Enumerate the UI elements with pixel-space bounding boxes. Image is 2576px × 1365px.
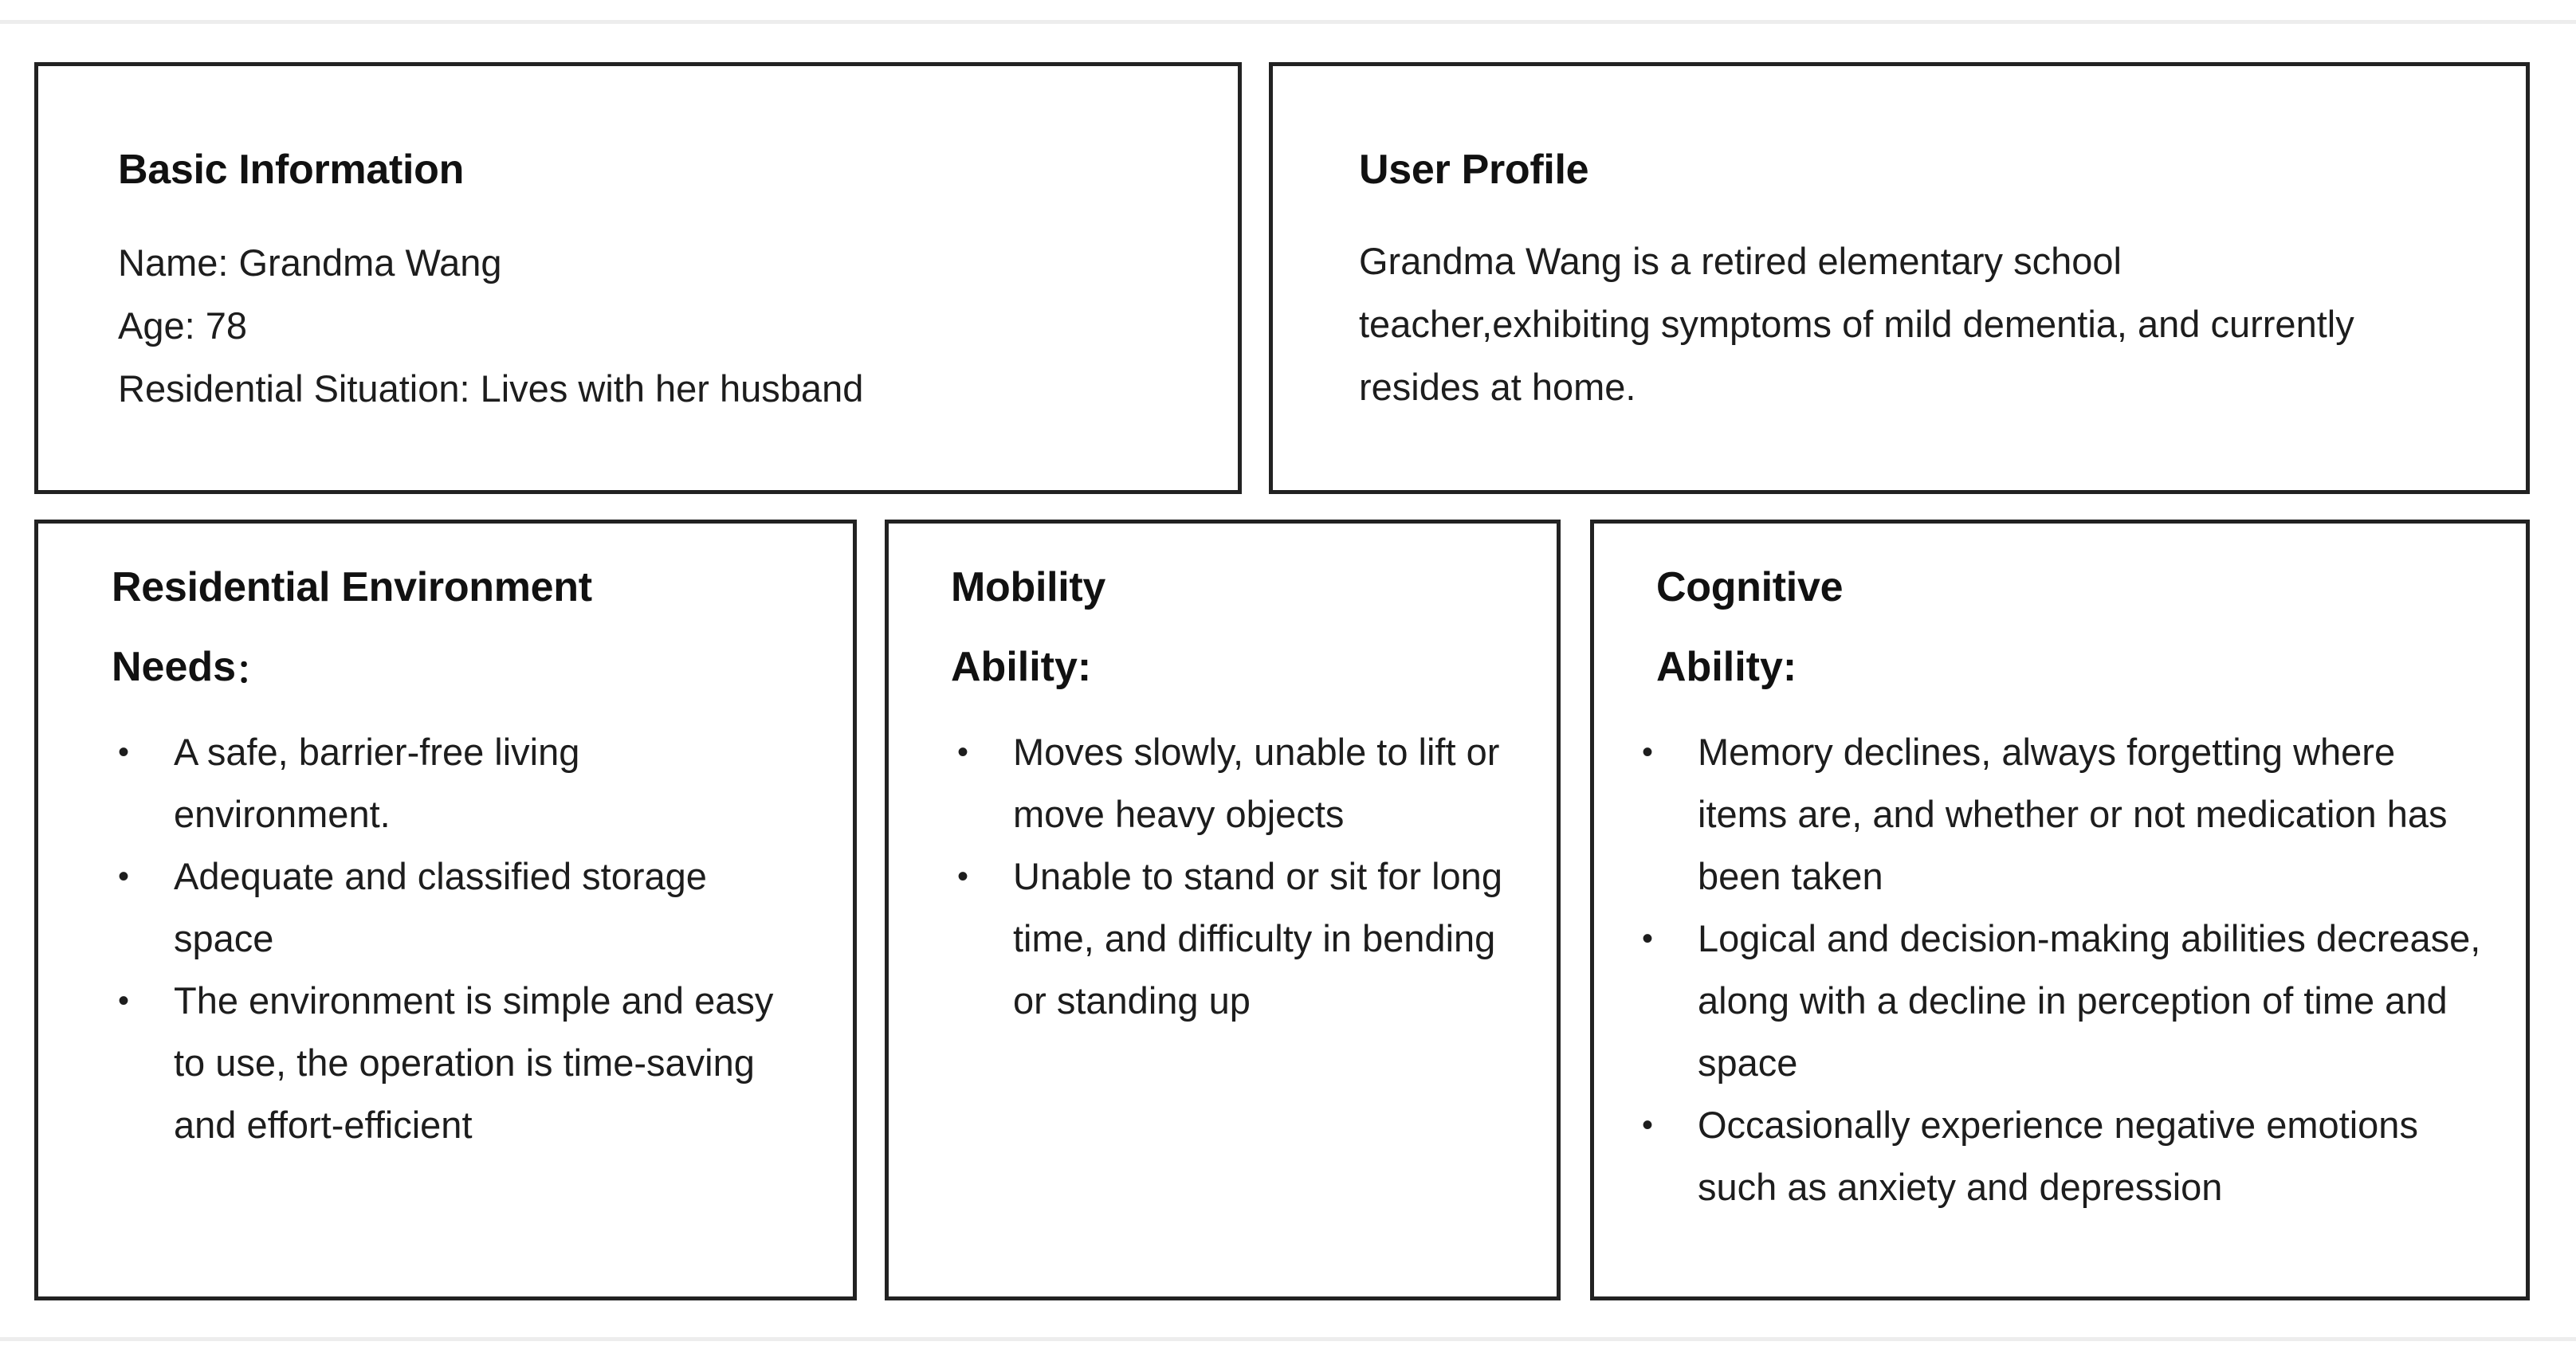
bottom-card-row: Residential Environment Needs： • A safe, … [34,520,2530,1300]
list-item-text: The environment is simple and easy to us… [174,979,774,1146]
mobility-bullet-list: • Moves slowly, unable to lift or move he… [951,721,1509,1032]
residential-environment-bullet-list: • A safe, barrier-free living environment… [112,721,797,1156]
list-item-text: Memory declines, always forgetting where… [1698,731,2448,897]
card-basic-information: Basic Information Name: Grandma Wang Age… [34,62,1242,494]
card-cognitive: Cognitive Ability: • Memory declines, alw… [1590,520,2530,1300]
cognitive-title: Cognitive [1656,564,1844,610]
list-item: • A safe, barrier-free living environment… [112,721,797,845]
card-mobility: Mobility Ability: • Moves slowly, unable … [885,520,1561,1300]
list-item-text: Occasionally experience negative emotion… [1698,1104,2418,1208]
list-item-text: Unable to stand or sit for long time, an… [1013,855,1502,1022]
list-item-text: Logical and decision-making abilities de… [1698,917,2481,1084]
card-user-profile: User Profile Grandma Wang is a retired e… [1269,62,2530,494]
bullet-dot-icon: • [118,983,130,1018]
list-item: • The environment is simple and easy to u… [112,970,797,1156]
residential-environment-title: Residential Environment [112,564,592,610]
list-item: • Unable to stand or sit for long time, a… [951,845,1509,1032]
list-item-text: Moves slowly, unable to lift or move hea… [1013,731,1500,835]
cognitive-bullet-list: • Memory declines, always forgetting wher… [1636,721,2488,1218]
user-profile-description: Grandma Wang is a retired elementary sch… [1359,240,2354,408]
list-item: • Logical and decision-making abilities d… [1636,908,2488,1094]
mobility-title: Mobility [951,564,1106,610]
bullet-dot-icon: • [118,735,130,770]
list-item: • Moves slowly, unable to lift or move he… [951,721,1509,845]
card-residential-environment: Residential Environment Needs： • A safe, … [34,520,857,1300]
list-item-text: Adequate and classified storage space [174,855,707,959]
cognitive-ability-subtitle: Ability: [1656,644,1797,690]
basic-info-residential-situation-line: Residential Situation: Lives with her hu… [118,367,864,410]
residential-environment-needs-subtitle: Needs： [112,644,269,690]
bullet-dot-icon: • [1642,921,1654,956]
basic-information-lines: Name: Grandma Wang Age: 78 Residential S… [118,231,863,420]
basic-info-age-line: Age: 78 [118,304,248,347]
bullet-dot-icon: • [1642,735,1654,770]
bullet-dot-icon: • [957,735,969,770]
list-item: • Occasionally experience negative emotio… [1636,1094,2488,1218]
basic-information-title: Basic Information [118,147,465,193]
list-item-text: A safe, barrier-free living environment. [174,731,580,835]
top-divider-rule [0,20,2576,24]
bullet-dot-icon: • [957,859,969,894]
residential-needs-colon: ： [236,654,269,689]
mobility-ability-subtitle: Ability: [951,644,1092,690]
bottom-divider-rule [0,1337,2576,1341]
basic-info-name-line: Name: Grandma Wang [118,241,502,284]
list-item: • Memory declines, always forgetting wher… [1636,721,2488,908]
list-item: • Adequate and classified storage space [112,845,797,970]
bullet-dot-icon: • [118,859,130,894]
bullet-dot-icon: • [1642,1108,1654,1143]
residential-needs-label: Needs [112,644,237,690]
user-profile-title: User Profile [1359,147,1589,193]
top-card-row: Basic Information Name: Grandma Wang Age… [34,62,2530,494]
